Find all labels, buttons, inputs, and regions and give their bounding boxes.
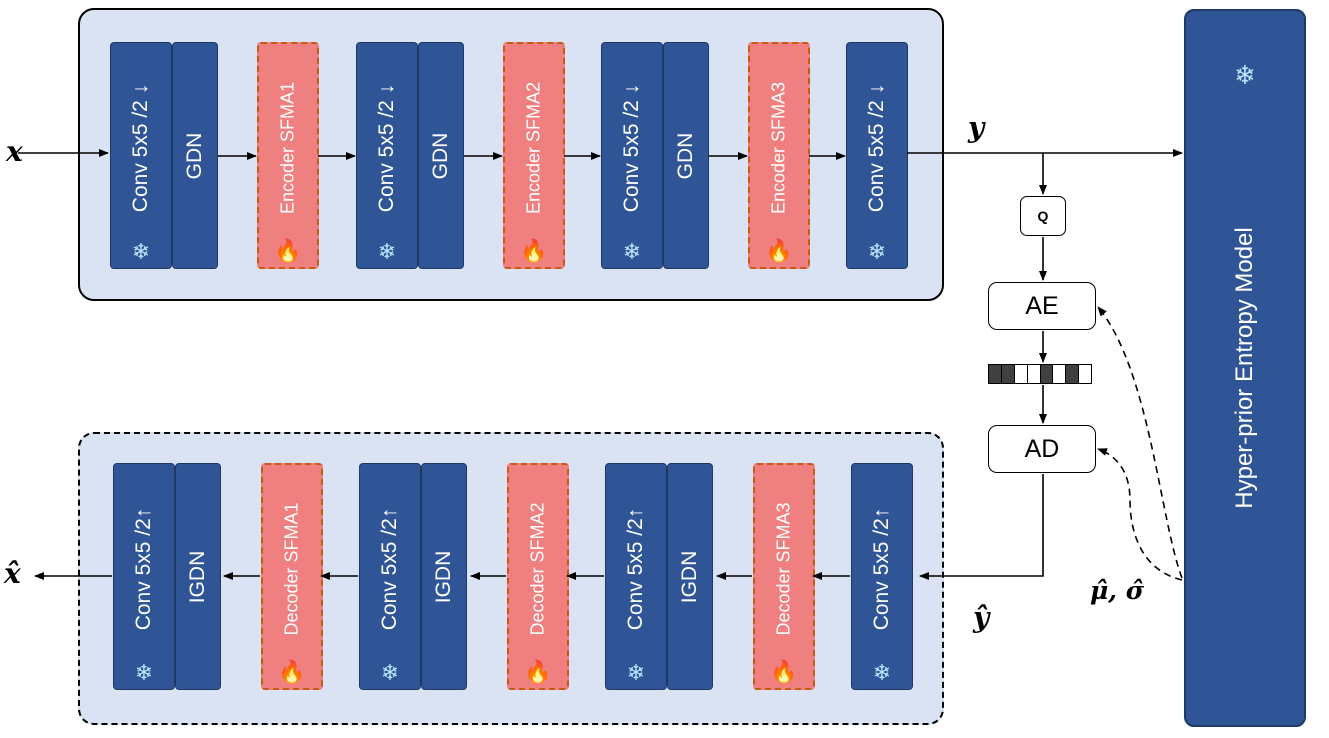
snowflake-icon: ❄ <box>626 661 646 686</box>
quantizer-box: Q <box>1020 196 1066 236</box>
bitstream-cell <box>1079 365 1091 383</box>
encoder-block-gdn-8: GDN <box>663 42 709 269</box>
encoder-block-sfma-9: Encoder SFMA3🔥 <box>748 42 810 269</box>
quantizer-label: Q <box>1037 208 1049 224</box>
decoder-block-conv-1: Conv 5x5 /2↑❄ <box>113 463 175 690</box>
arrow-ad-to-decoder <box>919 474 1044 580</box>
hyperprior-entropy-model: ❄ Hyper-prior Entropy Model <box>1184 9 1306 727</box>
ae-label: AE <box>1025 291 1059 320</box>
arithmetic-encoder-box: AE <box>988 282 1096 330</box>
fire-icon: 🔥 <box>520 239 548 264</box>
bitstream-cell <box>1053 365 1067 383</box>
bitstream-cell <box>1001 365 1015 383</box>
bitstream-cell <box>989 365 1002 383</box>
snowflake-icon: ❄ <box>867 240 887 265</box>
latent-hat-label: ŷ <box>973 601 990 634</box>
dashed-arrow-to-ae <box>1097 306 1183 579</box>
decoder-block-conv-7: Conv 5x5 /2↑❄ <box>605 463 667 690</box>
fire-icon: 🔥 <box>770 660 798 685</box>
snowflake-icon: ❄ <box>1234 61 1256 91</box>
encoder-block-conv-1: Conv 5x5 /2 ↓❄ <box>110 42 172 269</box>
input-label: x <box>6 135 23 168</box>
snowflake-icon: ❄ <box>377 240 397 265</box>
fire-icon: 🔥 <box>278 660 306 685</box>
fire-icon: 🔥 <box>765 239 793 264</box>
bitstream-cell <box>1066 365 1080 383</box>
fire-icon: 🔥 <box>274 239 302 264</box>
arithmetic-decoder-box: AD <box>988 425 1096 473</box>
ad-label: AD <box>1024 434 1060 463</box>
snowflake-icon: ❄ <box>622 240 642 265</box>
snowflake-icon: ❄ <box>131 240 151 265</box>
dashed-arrow-to-ad <box>1097 448 1183 581</box>
encoder-block-conv-4: Conv 5x5 /2 ↓❄ <box>356 42 418 269</box>
bitstream-cell <box>1040 365 1054 383</box>
bitstream-cell <box>1014 365 1028 383</box>
encoder-block-gdn-5: GDN <box>418 42 464 269</box>
encoder-block-conv-7: Conv 5x5 /2 ↓❄ <box>601 42 663 269</box>
encoder-block-gdn-2: GDN <box>172 42 218 269</box>
decoder-block-gdn-8: IGDN <box>667 463 713 690</box>
snowflake-icon: ❄ <box>380 661 400 686</box>
decoder-block-gdn-5: IGDN <box>421 463 467 690</box>
latent-label: y <box>968 111 985 144</box>
snowflake-icon: ❄ <box>134 661 154 686</box>
fire-icon: 🔥 <box>524 660 552 685</box>
output-label: x̂ <box>4 557 21 590</box>
decoder-block-conv-4: Conv 5x5 /2↑❄ <box>359 463 421 690</box>
bitstream-cell <box>1027 365 1041 383</box>
decoder-block-sfma-6: Decoder SFMA2🔥 <box>507 463 569 690</box>
decoder-block-sfma-9: Decoder SFMA3🔥 <box>753 463 815 690</box>
decoder-block-sfma-3: Decoder SFMA1🔥 <box>261 463 323 690</box>
encoder-block-sfma-3: Encoder SFMA1🔥 <box>257 42 319 269</box>
params-label: μ̂, σ̂ <box>1090 576 1145 605</box>
bitstream <box>988 364 1092 384</box>
encoder-block-conv-10: Conv 5x5 /2 ↓❄ <box>846 42 908 269</box>
snowflake-icon: ❄ <box>872 661 892 686</box>
decoder-block-conv-10: Conv 5x5 /2↑❄ <box>851 463 913 690</box>
decoder-block-gdn-2: IGDN <box>175 463 221 690</box>
